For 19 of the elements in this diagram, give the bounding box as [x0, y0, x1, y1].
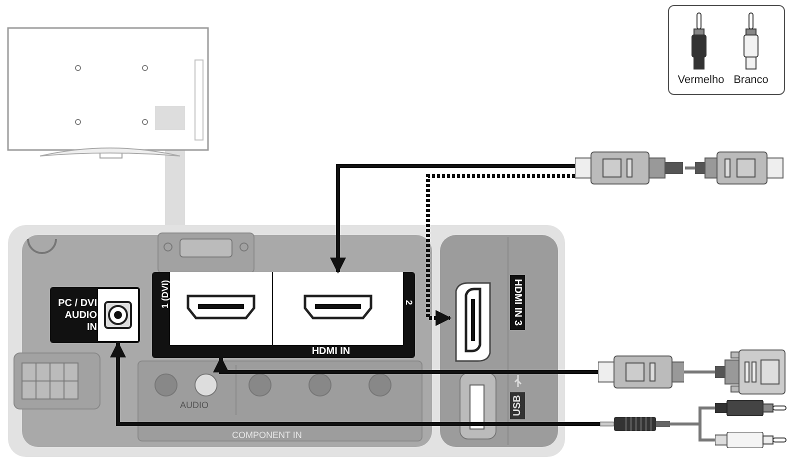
port-label: PC / DVI AUDIO IN — [57, 298, 97, 334]
cable — [670, 422, 715, 442]
cable-arrow — [110, 341, 600, 426]
audio-input-panel — [50, 287, 140, 343]
port-label: HDMI IN — [310, 345, 352, 358]
port-label: USB — [510, 392, 525, 420]
port-number: 2 — [404, 300, 414, 306]
jack-label: AUDIO — [180, 400, 209, 410]
dotted-arrow — [426, 174, 575, 326]
port-number: 1 (DVI) — [160, 280, 170, 309]
cable — [685, 166, 695, 170]
cable-arrow — [213, 356, 598, 374]
port-label: HDMI IN 3 — [510, 275, 525, 330]
legend-label: Vermelho — [676, 74, 726, 86]
cable — [684, 370, 715, 374]
hdmi-input-panel — [152, 272, 415, 358]
jack-group-label: COMPONENT IN — [232, 430, 302, 440]
legend-label: Branco — [732, 74, 770, 86]
cable-arrow — [330, 164, 575, 274]
